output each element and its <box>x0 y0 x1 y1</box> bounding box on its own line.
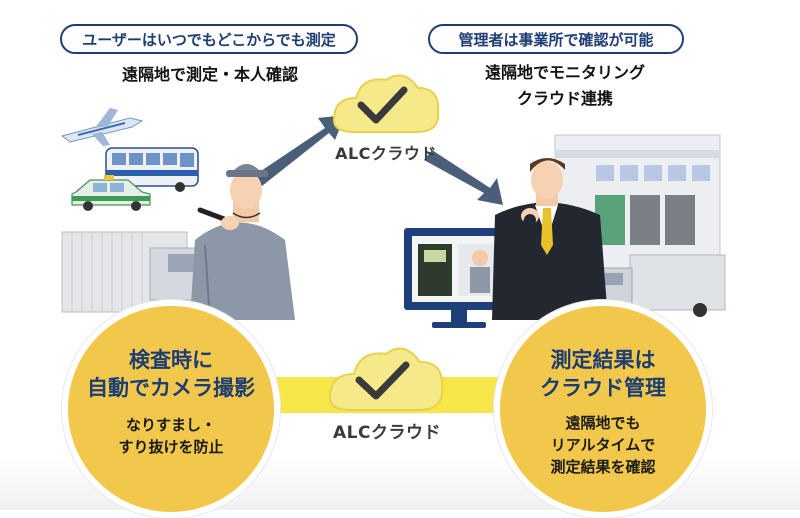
realtime-line-3: 測定結果を確認 <box>550 458 656 476</box>
cloud-bottom-icon <box>328 347 444 411</box>
admin-office-pill-text: 管理者は事業所で確認が可能 <box>458 30 654 49</box>
cloud-management-circle: 測定結果は クラウド管理 遠隔地でも リアルタイムで 測定結果を確認 <box>494 300 712 518</box>
arrow-down-right <box>424 150 503 205</box>
cloud-management-heading-1: 測定結果は <box>550 348 656 372</box>
anti-spoof-line-1: なりすまし・ <box>125 416 216 434</box>
admin-office-pill: 管理者は事業所で確認が可能 <box>428 24 684 54</box>
cloud-top-icon <box>332 74 440 133</box>
remote-measure-subtitle: 遠隔地で測定・本人確認 <box>121 65 298 84</box>
user-anywhere-pill-text: ユーザーはいつでもどこからでも測定 <box>82 30 336 49</box>
arrow-up-right <box>255 115 345 186</box>
cloud-management-heading-2: クラウド管理 <box>540 376 666 400</box>
alc-cloud-logo-bottom: ALCクラウド <box>333 423 441 443</box>
truck-left-icon <box>61 231 221 313</box>
driver-figure <box>190 164 295 321</box>
alc-cloud-logo-top: ALCクラウド <box>335 144 437 163</box>
remote-monitoring-subtitle: 遠隔地でモニタリング クラウド連携 <box>460 60 670 112</box>
realtime-line-1: 遠隔地でも <box>565 414 641 432</box>
auto-camera-heading-1: 検査時に <box>129 348 213 372</box>
cloud-integration-line: クラウド連携 <box>516 89 613 108</box>
airplane-icon <box>60 108 144 146</box>
remote-monitoring-line: 遠隔地でモニタリング <box>484 63 645 82</box>
bus-icon <box>105 147 199 192</box>
anti-spoof-line-2: すり抜けを防止 <box>118 438 224 456</box>
taxi-icon <box>71 175 151 211</box>
auto-camera-heading-2: 自動でカメラ撮影 <box>87 376 255 400</box>
user-anywhere-pill: ユーザーはいつでもどこからでも測定 <box>60 24 358 54</box>
auto-camera-circle: 検査時に 自動でカメラ撮影 なりすまし・ すり抜けを防止 <box>62 300 280 518</box>
manager-figure <box>492 158 608 320</box>
realtime-line-2: リアルタイムで <box>550 436 656 454</box>
